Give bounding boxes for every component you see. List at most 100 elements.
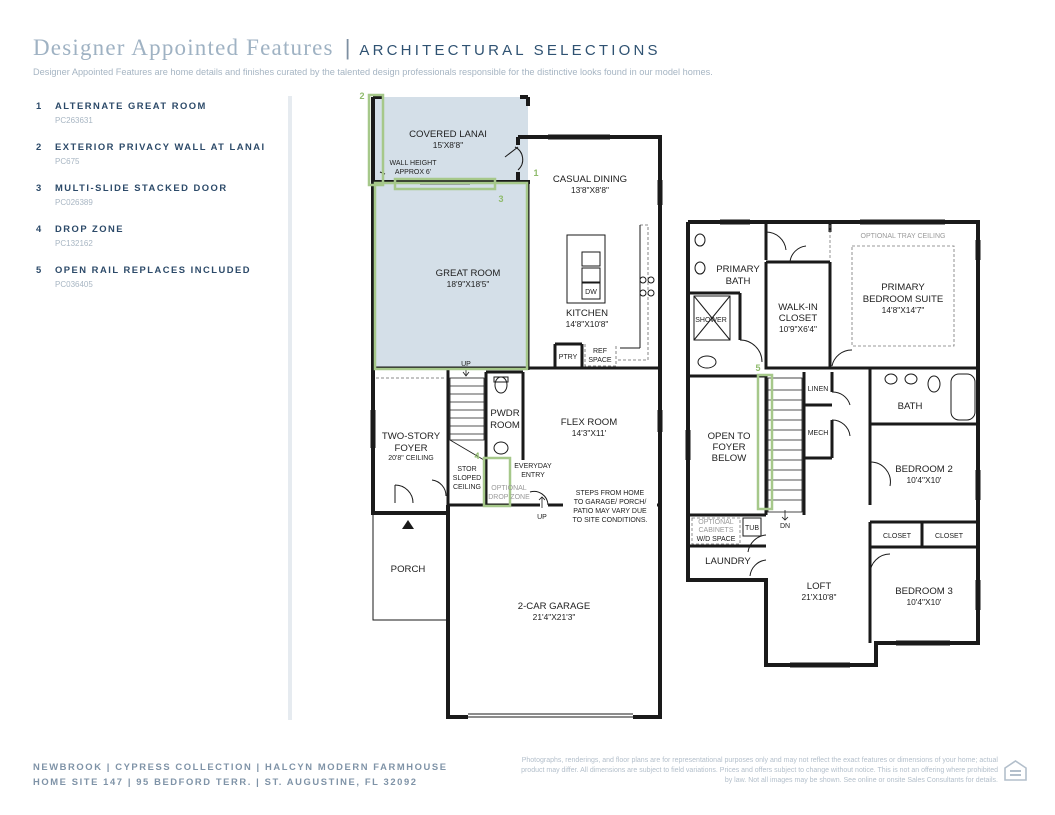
upper-bath-fixtures <box>693 233 976 537</box>
linen-label: LINEN <box>808 386 829 393</box>
porch-label: PORCH <box>391 564 426 575</box>
feature-code: PC132162 <box>55 239 93 248</box>
laundry-label: LAUNDRY <box>705 556 751 567</box>
footer-disclaimer: Photographs, renderings, and floor plans… <box>521 757 998 784</box>
column-divider <box>288 96 292 720</box>
upper-doors <box>739 231 891 577</box>
foyer-label: TWO-STORY <box>382 431 441 442</box>
primary-bath-label-2: BATH <box>726 276 751 287</box>
feature-number: 2 <box>36 141 43 152</box>
optional-drop-zone-label: OPTIONAL <box>491 485 527 492</box>
walk-in-closet-label: WALK-IN <box>778 302 818 313</box>
primary-suite-label: PRIMARY <box>881 282 925 293</box>
feature-number: 1 <box>36 100 43 111</box>
equal-housing-opportunity-icon <box>1004 760 1027 781</box>
feature-item-5: 5 OPEN RAIL REPLACES INCLUDED PC036405 <box>36 264 286 289</box>
second-floor-plan: OPTIONAL TRAY CEILING PRIMARY BATH SHOWE… <box>685 219 981 668</box>
dishwasher-label: DW <box>585 289 597 296</box>
steps-note-4: TO SITE CONDITIONS. <box>573 517 648 524</box>
feature-item-4: 4 DROP ZONE PC132162 <box>36 223 286 248</box>
entry-label: ENTRY <box>521 472 545 479</box>
entry-arrow-icon <box>402 520 414 529</box>
garage-door <box>468 713 633 718</box>
open-foyer-label: OPEN TO <box>708 431 751 442</box>
footer-community-info: NEWBROOK | CYPRESS COLLECTION | HALCYN M… <box>33 759 448 789</box>
feature-code: PC675 <box>55 157 80 166</box>
feature-title: MULTI-SLIDE STACKED DOOR <box>55 182 228 193</box>
garage-label: 2-CAR GARAGE <box>518 601 591 612</box>
feature-title: ALTERNATE GREAT ROOM <box>55 100 207 111</box>
pantry-label: PTRY <box>559 354 578 361</box>
kitchen-dim: 14'8"X10'8" <box>566 319 609 329</box>
shower-label: SHOWER <box>695 317 727 324</box>
covered-lanai-fill <box>373 97 528 182</box>
marker-4: 4 <box>474 451 479 461</box>
cabinets-label: CABINETS <box>698 527 733 534</box>
upper-interior-walls <box>690 222 978 643</box>
optional-cabinets-label: OPTIONAL <box>698 519 734 526</box>
first-floor-stairs <box>449 368 485 461</box>
title-row: Designer Appointed Features | ARCHITECTU… <box>33 35 1033 61</box>
feature-code: PC036405 <box>55 280 93 289</box>
bedroom-3-dim: 10'4"X10' <box>906 597 941 607</box>
feature-number: 5 <box>36 264 43 275</box>
wall-height-label: WALL HEIGHT <box>390 160 438 167</box>
loft-dim: 21'X10'8" <box>801 592 836 602</box>
closet-b-label: CLOSET <box>935 533 964 540</box>
covered-lanai-label: COVERED LANAI <box>409 129 487 140</box>
feature-code: PC026389 <box>55 198 93 207</box>
page-subtitle-caps: ARCHITECTURAL SELECTIONS <box>359 42 661 59</box>
feature-title: OPEN RAIL REPLACES INCLUDED <box>55 264 252 275</box>
great-room-label: GREAT ROOM <box>436 268 501 279</box>
open-rail-highlight <box>756 373 774 511</box>
primary-suite-label-2: BEDROOM SUITE <box>863 294 944 305</box>
marker-3: 3 <box>498 194 503 204</box>
upper-windows <box>685 219 981 668</box>
marker-2: 2 <box>359 91 364 101</box>
feature-code: PC263631 <box>55 116 93 125</box>
ref-space-label: SPACE <box>588 357 612 364</box>
marker-5: 5 <box>755 363 760 373</box>
page-title: Designer Appointed Features <box>33 35 334 60</box>
steps-note-1: STEPS FROM HOME <box>576 490 645 497</box>
drop-zone-label: DROP ZONE <box>488 494 530 501</box>
upper-stairs <box>767 377 803 521</box>
covered-lanai-dim: 15'X8'8" <box>433 140 463 150</box>
bath-label: BATH <box>898 401 923 412</box>
storage-label: STOR <box>457 466 476 473</box>
feature-number: 4 <box>36 223 43 234</box>
page-description: Designer Appointed Features are home det… <box>33 67 713 77</box>
stairs-down-label: DN <box>780 523 790 530</box>
steps-note-2: TO GARAGE/ PORCH/ <box>574 499 647 506</box>
feature-title: DROP ZONE <box>55 223 125 234</box>
casual-dining-dim: 13'8"X8'8" <box>571 185 609 195</box>
porch-outline <box>372 513 448 621</box>
steps-note-3: PATIO MAY VARY DUE <box>573 508 647 515</box>
wall-height-value: APPROX 6' <box>395 169 431 176</box>
ceiling-label: CEILING <box>453 484 481 491</box>
feature-title: EXTERIOR PRIVACY WALL AT LANAI <box>55 141 266 152</box>
flex-room-dim: 14'3"X11' <box>572 428 607 438</box>
mech-label: MECH <box>808 430 829 437</box>
kitchen-fixtures <box>566 225 655 349</box>
powder-fixtures <box>493 376 509 455</box>
powder-room-label: PWDR <box>490 408 519 419</box>
great-room-dim: 18'9"X18'5" <box>447 279 490 289</box>
primary-suite-dim: 14'8"X14'7" <box>882 305 925 315</box>
tub-label: TUB <box>745 525 759 532</box>
casual-dining-label: CASUAL DINING <box>553 174 627 185</box>
title-separator: | <box>344 35 351 60</box>
stairs-up-label: UP <box>461 361 471 368</box>
up-arrows <box>462 371 546 508</box>
wd-space-label: W/D SPACE <box>697 536 736 543</box>
bedroom-3-label: BEDROOM 3 <box>895 586 953 597</box>
upper-dashed <box>691 225 955 545</box>
foyer-ceiling: 20'8" CEILING <box>388 455 433 462</box>
upper-exterior-walls <box>686 220 980 667</box>
feature-item-1: 1 ALTERNATE GREAT ROOM PC263631 <box>36 100 286 125</box>
great-room-fill <box>373 182 528 370</box>
primary-bath-label: PRIMARY <box>716 264 760 275</box>
kitchen-label: KITCHEN <box>566 308 608 319</box>
